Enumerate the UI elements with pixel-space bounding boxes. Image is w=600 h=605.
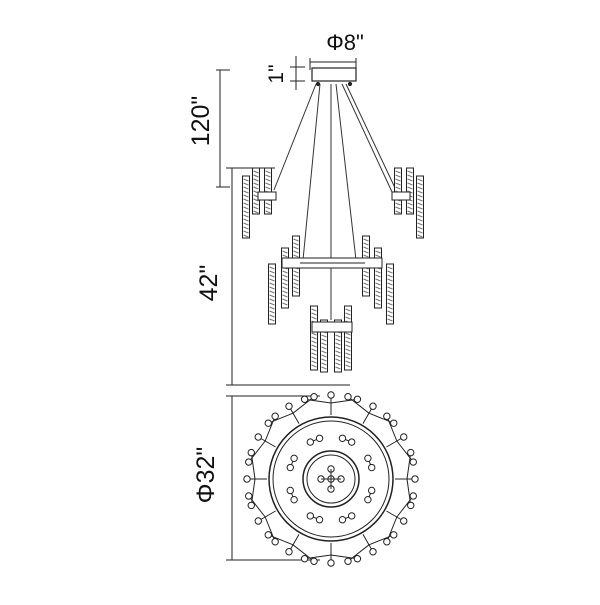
crystal-rod	[268, 263, 276, 325]
fan-bulb	[327, 391, 335, 399]
fan-bulb	[271, 412, 279, 420]
fan-bulb	[245, 458, 253, 466]
fan-bulb	[353, 395, 362, 403]
fan-bulb	[409, 458, 417, 466]
crystal-rod	[406, 167, 414, 215]
fan-bulb	[383, 538, 391, 546]
crystal-rod	[264, 167, 272, 215]
crystal-rod	[281, 247, 289, 309]
fan-bulb	[300, 395, 309, 403]
fan-bulb	[369, 402, 377, 410]
inner-ring	[302, 450, 360, 508]
fixture-diameter-label: Φ32"	[192, 446, 220, 504]
fan-bulb	[254, 517, 262, 525]
ring-bulb	[338, 516, 347, 524]
upper-left-hub	[257, 191, 277, 201]
ring-bulb	[347, 438, 356, 446]
crystal-rod	[374, 247, 382, 309]
fan-bulb	[390, 531, 398, 539]
fan-bulb	[243, 475, 251, 483]
upper-right-hub	[391, 191, 411, 201]
inner-ring-inner	[306, 454, 356, 504]
fan-bulb	[264, 531, 272, 539]
ring-bulb	[315, 434, 324, 442]
fan-bulb	[369, 548, 377, 556]
plan-view	[243, 391, 419, 567]
canopy-diameter-label: Φ8"	[326, 30, 364, 55]
fan-bulb	[327, 559, 335, 567]
crystal-rod	[252, 167, 260, 215]
ring-bulb	[364, 454, 372, 463]
fan-bulb	[407, 448, 415, 457]
ring-bulb	[306, 512, 315, 520]
fan-bulb	[411, 475, 419, 483]
fan-bulb	[344, 393, 352, 401]
fan-bulb	[390, 419, 398, 427]
crystal-rod	[416, 175, 424, 239]
ring-bulb	[315, 516, 324, 524]
ring-bulb	[347, 512, 356, 520]
crystal-rod	[242, 175, 250, 239]
ring-bulb	[290, 454, 298, 463]
crystal-rod	[394, 167, 402, 215]
fan-bulb	[300, 555, 309, 563]
fan-bulb	[264, 419, 272, 427]
crystal-rod	[386, 263, 394, 325]
fan-bulb	[409, 492, 417, 500]
canopy	[311, 67, 357, 87]
ring-bulb	[290, 495, 298, 504]
fan-bulb	[245, 492, 253, 500]
bottom-tier-frame	[311, 321, 353, 333]
fan-bulb	[383, 412, 391, 420]
outer-ring	[268, 416, 394, 542]
ring-bulb	[368, 486, 376, 495]
crystal-rod	[310, 305, 318, 371]
side-elevation	[242, 167, 424, 373]
fan-bulb	[247, 448, 255, 457]
crystal-rod	[344, 305, 352, 371]
fan-bulb	[310, 393, 318, 401]
ring-bulb	[286, 486, 294, 495]
fan-bulb	[400, 517, 408, 525]
fan-bulb	[285, 402, 293, 410]
fan-bulb	[254, 433, 262, 441]
fixture-height-label: 42"	[195, 264, 223, 302]
outer-ring-inner	[272, 420, 390, 538]
fan-bulb	[285, 548, 293, 556]
fan-bulb	[310, 557, 318, 565]
ring-bulb	[368, 463, 376, 472]
chain-length-label: 120"	[187, 95, 215, 147]
fan-bulb	[400, 433, 408, 441]
fan-bulb	[247, 501, 255, 510]
fan-bulb	[271, 538, 279, 546]
ring-bulb	[364, 495, 372, 504]
fan-bulb	[407, 501, 415, 510]
canopy-height-label: 1"	[265, 64, 288, 84]
ring-bulb	[338, 434, 347, 442]
fan-bulb	[344, 557, 352, 565]
ring-bulb	[306, 438, 315, 446]
fan-bulb	[353, 555, 362, 563]
suspension-cables	[273, 83, 397, 320]
ring-bulb	[286, 463, 294, 472]
